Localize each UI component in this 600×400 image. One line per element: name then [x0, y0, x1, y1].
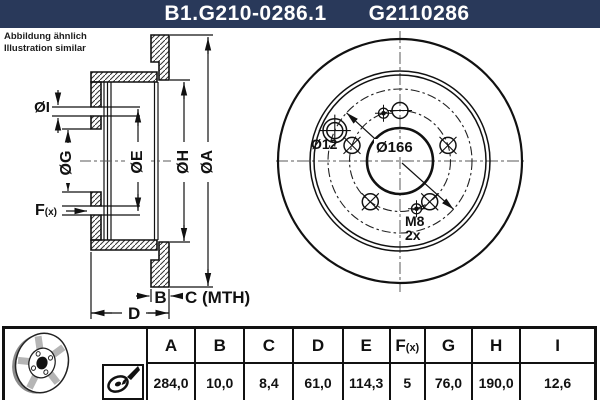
bolt-holes — [343, 101, 457, 211]
label-dia-i: ØI — [34, 99, 50, 116]
label-dia-e: ØE — [125, 142, 151, 182]
section-cut-material — [90, 34, 170, 288]
friction-band-inner-circle — [313, 74, 487, 248]
col-header-g: G — [423, 326, 474, 365]
dia166-dimension — [346, 112, 454, 210]
label-dia166: Ø166 — [374, 139, 415, 156]
col-header-f-text: F — [395, 335, 406, 355]
value-g: 76,0 — [423, 362, 474, 400]
label-dia-a: ØA — [195, 142, 221, 182]
label-dia-h: ØH — [171, 142, 197, 182]
value-e: 114,3 — [341, 362, 391, 400]
label-c: C (MTH) — [185, 288, 251, 307]
value-a: 284,0 — [145, 362, 197, 400]
front-centerlines — [276, 31, 524, 292]
col-header-c: C — [243, 326, 295, 365]
col-header-a: A — [145, 326, 197, 365]
col-header-a-text: A — [164, 335, 178, 355]
col-header-e-text: E — [360, 335, 372, 355]
title-bar: B1.G210-0286.1 G2110286 — [0, 0, 600, 28]
col-header-b-text: B — [213, 335, 226, 355]
col-header-h: H — [471, 326, 522, 365]
disclaimer-line-de: Abbildung ähnlich — [4, 31, 87, 42]
col-header-f-sub: (x) — [405, 341, 420, 354]
col-header-f: F(x) — [388, 326, 426, 365]
value-b: 10,0 — [194, 362, 246, 400]
technical-drawing — [52, 31, 524, 319]
disclaimer-line-en: Illustration similar — [4, 42, 86, 54]
label-f: F(x) — [35, 202, 57, 220]
m8-holes — [375, 104, 425, 218]
col-header-d-text: D — [311, 335, 325, 355]
value-h: 190,0 — [471, 362, 522, 400]
label-f-sub: (x) — [44, 207, 58, 218]
machining-icon-glyph — [107, 366, 140, 393]
col-header-b: B — [194, 326, 246, 365]
dimensions-table: A B C D E F(x) G H I 284,0 10,0 8,4 61,0… — [2, 326, 597, 400]
label-f-main: F — [35, 202, 45, 219]
col-header-d: D — [292, 326, 344, 365]
section-view — [52, 34, 216, 319]
values-row: 284,0 10,0 8,4 61,0 114,3 5 76,0 190,0 1… — [4, 362, 597, 400]
machining-icon — [101, 364, 144, 400]
center-bore-circle — [365, 126, 435, 196]
label-b: B — [154, 288, 167, 307]
disclaimer-note: Abbildung ähnlich Illustration similar — [4, 31, 87, 54]
label-m8-count: 2x — [405, 227, 421, 243]
outer-diameter-circle — [276, 37, 524, 285]
col-header-i: I — [519, 326, 597, 365]
brake-disc-illustration — [12, 332, 70, 394]
friction-band-circle — [309, 70, 491, 252]
col-header-g-text: G — [441, 335, 456, 355]
part-number-primary: B1.G210-0286.1 — [164, 2, 327, 25]
label-m8: M8 — [405, 213, 425, 229]
label-dia12: Ø12 — [311, 136, 338, 152]
part-number-secondary: G2110286 — [368, 2, 470, 25]
product-image-cell — [2, 326, 148, 400]
value-f: 5 — [388, 362, 426, 400]
front-view — [276, 31, 524, 292]
dia12-hole — [318, 114, 351, 147]
label-dia-g: ØG — [54, 143, 80, 183]
large-pitch-circle — [327, 88, 473, 234]
col-header-i-text: I — [555, 335, 560, 355]
col-header-c-text: C — [262, 335, 276, 355]
label-d: D — [126, 304, 143, 324]
value-d: 61,0 — [292, 362, 344, 400]
value-c: 8,4 — [243, 362, 295, 400]
col-header-h-text: H — [489, 335, 503, 355]
bolt-pitch-circle — [348, 109, 452, 213]
col-header-e: E — [341, 326, 391, 365]
value-i: 12,6 — [519, 362, 597, 400]
